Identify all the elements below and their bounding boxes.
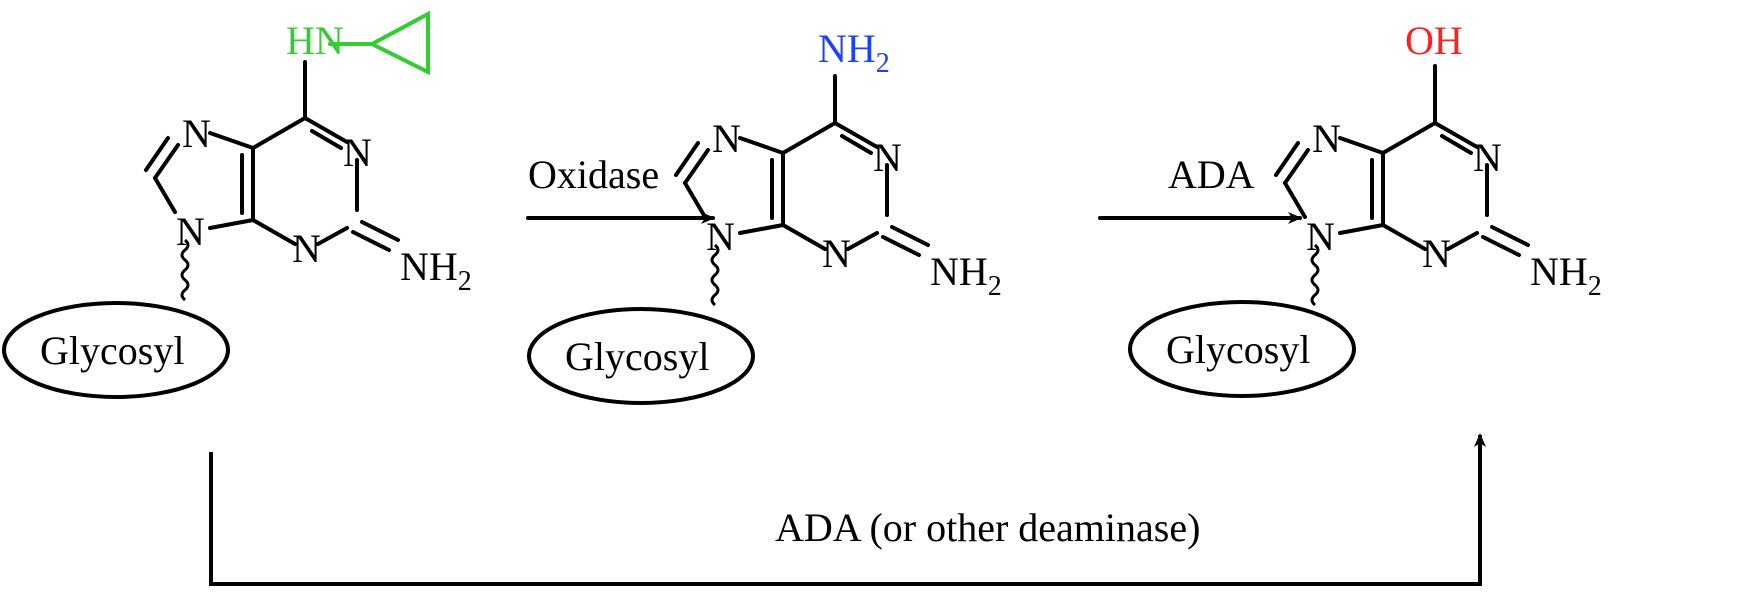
glycosyl-ellipse bbox=[1128, 300, 1356, 398]
n9-label: N bbox=[706, 214, 735, 259]
molecule-cyclopropylamino-purine bbox=[2, 10, 430, 399]
n7-label: N bbox=[712, 116, 741, 161]
glycosyl-ellipse bbox=[2, 301, 230, 399]
n9-label: N bbox=[176, 209, 205, 254]
n1-label: N bbox=[873, 135, 902, 180]
ada-label: ADA bbox=[1168, 152, 1255, 197]
amine-label: NH2 bbox=[400, 244, 472, 297]
glycosyl-label: Glycosyl bbox=[565, 334, 709, 379]
molecule-aminopurine bbox=[527, 74, 930, 405]
glycosyl-label: Glycosyl bbox=[1166, 327, 1310, 372]
n7-label: N bbox=[182, 111, 211, 156]
n1-label: N bbox=[1473, 135, 1502, 180]
n9-label: N bbox=[1306, 214, 1335, 259]
glycosyl-ellipse bbox=[527, 307, 755, 405]
hydroxyl-group-label: OH bbox=[1405, 18, 1463, 63]
amine-label: NH2 bbox=[930, 249, 1002, 302]
oxidase-label: Oxidase bbox=[528, 152, 659, 197]
cyclopropylamino-group-label: HN bbox=[286, 18, 344, 63]
glycosyl-label: Glycosyl bbox=[40, 328, 184, 373]
amino-group-label: NH2 bbox=[818, 26, 890, 79]
deaminase-arrow bbox=[209, 433, 1486, 586]
n3-label: N bbox=[1422, 231, 1451, 276]
n7-label: N bbox=[1312, 116, 1341, 161]
deaminase-label: ADA (or other deaminase) bbox=[775, 505, 1200, 550]
n1-label: N bbox=[343, 130, 372, 175]
molecule-guanine bbox=[1128, 64, 1530, 398]
amine-label: NH2 bbox=[1530, 249, 1602, 302]
n3-label: N bbox=[292, 226, 321, 271]
n3-label: N bbox=[822, 231, 851, 276]
